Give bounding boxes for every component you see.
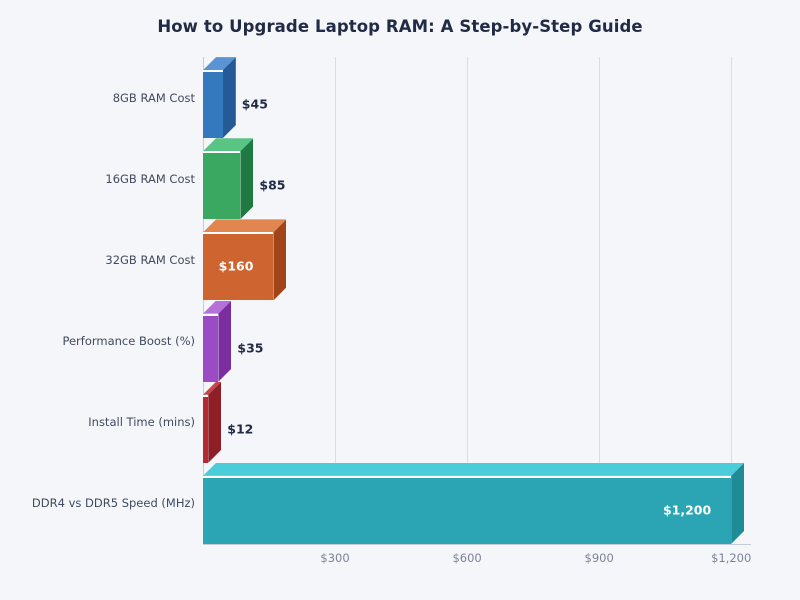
y-tick-label: 8GB RAM Cost xyxy=(112,90,195,105)
y-tick-label: Install Time (mins) xyxy=(88,415,195,430)
plot-area xyxy=(203,57,751,545)
y-tick-label: DDR4 vs DDR5 Speed (MHz) xyxy=(31,496,195,511)
bar-side-face xyxy=(731,463,744,544)
bar-side-face xyxy=(208,382,221,463)
bar-value-label: $45 xyxy=(241,96,268,112)
bar-side-face xyxy=(273,219,286,300)
x-tick-label: $1,200 xyxy=(711,551,752,565)
bar-front-face xyxy=(203,475,732,544)
y-tick-label: 32GB RAM Cost xyxy=(105,252,195,267)
x-tick-label: $900 xyxy=(584,551,614,565)
bar-side-face xyxy=(218,301,231,382)
bar-front-face xyxy=(203,232,274,301)
bar-front-face xyxy=(203,394,209,463)
x-tick-label: $300 xyxy=(320,551,350,565)
bar-top-face xyxy=(203,463,744,476)
gridline-x-3 xyxy=(731,57,733,544)
gridline-x-0 xyxy=(335,57,337,544)
bar-top-face xyxy=(203,138,253,151)
y-tick-label: Performance Boost (%) xyxy=(62,334,195,349)
bar-front-face xyxy=(203,151,241,220)
bar-value-label: $85 xyxy=(259,177,286,193)
bar-front-face xyxy=(203,70,223,139)
gridline-x-2 xyxy=(599,57,601,544)
bar-value-label: $35 xyxy=(237,340,264,356)
bar-side-face xyxy=(223,57,236,138)
bar-value-label: $12 xyxy=(227,421,254,437)
x-tick-label: $600 xyxy=(452,551,482,565)
y-axis-line xyxy=(203,57,204,544)
bar-side-face xyxy=(240,138,253,219)
gridline-x-1 xyxy=(467,57,469,544)
bar-top-face xyxy=(203,219,286,232)
bar-value-label: $1,200 xyxy=(662,502,712,518)
bar-front-face xyxy=(203,313,219,382)
chart-title: How to Upgrade Laptop RAM: A Step-by-Ste… xyxy=(157,17,643,36)
y-tick-label: 16GB RAM Cost xyxy=(105,171,195,186)
bar-value-label: $160 xyxy=(218,258,254,274)
x-axis-line xyxy=(203,544,751,545)
